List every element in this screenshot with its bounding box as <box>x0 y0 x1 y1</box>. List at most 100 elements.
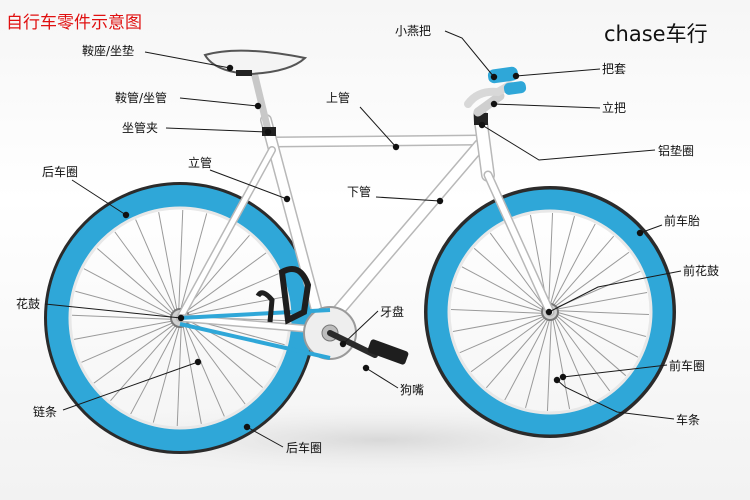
spoke <box>550 223 596 307</box>
leader-dot <box>559 373 567 381</box>
leader-dot <box>254 102 262 110</box>
spoke <box>130 323 180 415</box>
spoke <box>489 232 546 309</box>
spoke <box>552 317 571 410</box>
spoke <box>555 314 627 377</box>
label-rear-rim-bottom: 后车圈 <box>286 441 323 455</box>
label-down-tube: 下管 <box>347 185 372 199</box>
diagram-title: 自行车零件示意图 <box>6 13 142 33</box>
leader-line <box>44 303 182 319</box>
label-front-tire: 前车胎 <box>664 214 701 228</box>
leader-dot <box>553 376 561 384</box>
spoke <box>555 291 648 310</box>
leader-dot <box>436 197 444 205</box>
spoke <box>184 321 246 405</box>
spoke <box>183 322 225 417</box>
spoke <box>178 210 184 313</box>
leader-dot <box>362 364 370 372</box>
spoke <box>183 252 267 314</box>
leader-dot <box>636 229 644 237</box>
leader-line <box>165 127 269 133</box>
label-seat-clamp: 坐管夹 <box>122 121 159 135</box>
leader-dot <box>392 143 400 151</box>
leader-line <box>359 106 397 148</box>
label-chainring: 牙盘 <box>380 305 405 319</box>
spoke <box>552 235 615 307</box>
leader-line <box>246 426 284 448</box>
spoke <box>81 321 176 363</box>
leader-line <box>515 68 601 77</box>
spoke <box>461 266 545 312</box>
seat-assembly <box>203 49 308 136</box>
spoke <box>451 308 545 314</box>
leader-dot <box>478 121 486 129</box>
label-front-hub: 前花鼓 <box>683 264 720 278</box>
leader-line <box>444 30 495 78</box>
label-handlebar: 小燕把 <box>395 24 432 38</box>
spoke <box>555 310 649 316</box>
leader-line <box>342 310 379 345</box>
spoke <box>185 320 264 388</box>
label-seatpost: 鞍管/坐管 <box>115 91 168 105</box>
spoke <box>96 248 175 316</box>
spoke <box>554 315 611 392</box>
spoke <box>525 317 551 409</box>
spoke <box>546 317 552 411</box>
spoke <box>93 322 177 384</box>
leader-line <box>481 124 656 161</box>
spoke <box>485 317 548 389</box>
spoke <box>504 317 550 401</box>
spoke <box>114 231 176 315</box>
spoke <box>135 219 177 314</box>
spoke <box>548 213 554 307</box>
leader-dot <box>122 211 130 219</box>
leader-line <box>548 270 682 313</box>
leader-line <box>62 361 199 411</box>
spoke <box>176 323 182 426</box>
label-pedal: 狗嘴 <box>400 383 425 397</box>
label-seat-tube: 立管 <box>188 156 213 170</box>
label-rear-hub: 花鼓 <box>16 297 41 311</box>
spoke <box>75 290 175 319</box>
label-spokes: 车条 <box>676 413 701 427</box>
spoke <box>83 268 175 318</box>
spoke <box>179 213 208 313</box>
leader-line <box>375 196 441 202</box>
leader-line <box>493 103 601 109</box>
frame <box>176 108 555 337</box>
spoke <box>452 314 545 333</box>
spoke <box>110 323 178 402</box>
leader-lines <box>44 30 682 448</box>
brand-watermark: chase车行 <box>604 22 708 46</box>
spoke <box>459 315 546 354</box>
leader-line <box>179 97 259 107</box>
leader-dot <box>283 195 291 203</box>
leader-line <box>562 364 668 378</box>
leader-line <box>639 224 663 234</box>
spoke <box>184 273 279 315</box>
leader-dot <box>339 340 347 348</box>
label-rear-rim-top: 后车圈 <box>42 165 79 179</box>
leader-line <box>71 179 127 216</box>
spoke <box>473 247 545 310</box>
front-wheel <box>424 186 676 438</box>
leader-line <box>209 169 288 200</box>
leader-line <box>365 367 399 389</box>
spoke <box>553 316 592 403</box>
spoke <box>72 314 175 320</box>
spoke <box>74 320 175 340</box>
spoke <box>555 312 639 358</box>
leader-dot <box>264 128 272 136</box>
label-chain: 链条 <box>33 405 58 419</box>
label-grip: 把套 <box>602 62 627 76</box>
leader-dot <box>177 314 185 322</box>
leader-dot <box>194 358 202 366</box>
leader-line <box>144 51 231 69</box>
label-front-rim: 前车圈 <box>669 359 706 373</box>
spoke <box>555 311 647 337</box>
label-top-tube: 上管 <box>326 91 351 105</box>
label-stem: 立把 <box>602 101 627 115</box>
spoke <box>470 316 547 373</box>
